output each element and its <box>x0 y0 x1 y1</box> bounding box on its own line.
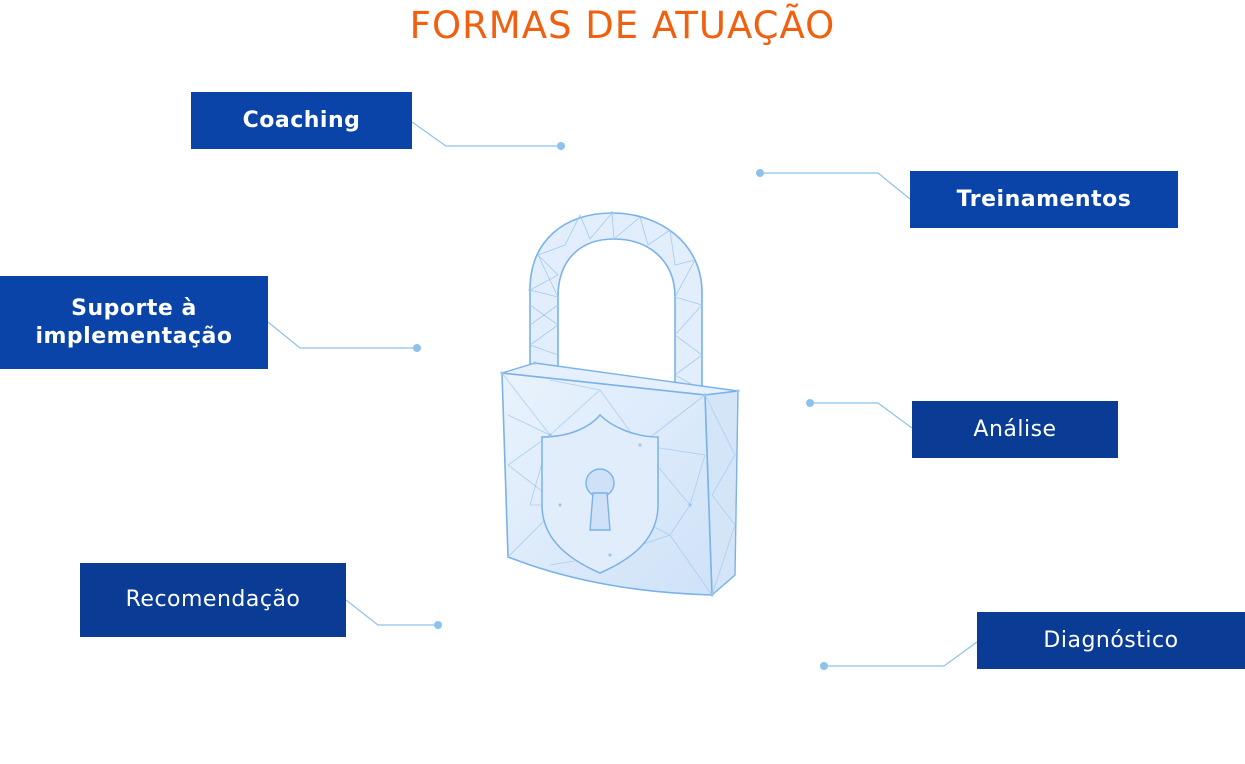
connector-treinamentos <box>760 172 911 200</box>
diagnostico-label: Diagnóstico <box>1043 627 1179 653</box>
connector-dot-suporte <box>413 344 421 352</box>
connector-diagnostico <box>824 641 978 667</box>
page-title: FORMAS DE ATUAÇÃO <box>409 4 836 47</box>
coaching-box: Coaching <box>191 92 412 149</box>
recomendacao-box: Recomendação <box>80 563 346 637</box>
suporte-label-line2: implementação <box>35 323 233 349</box>
connector-dot-recomendacao <box>434 621 442 629</box>
treinamentos-box: Treinamentos <box>910 171 1178 228</box>
connector-coaching <box>411 121 561 147</box>
connector-dot-treinamentos <box>756 169 764 177</box>
connector-analise <box>810 402 913 429</box>
coaching-label: Coaching <box>242 107 361 133</box>
connector-dot-diagnostico <box>820 662 828 670</box>
analise-box: Análise <box>912 401 1118 458</box>
suporte-box: Suporte à implementação <box>0 276 268 369</box>
suporte-label-line1: Suporte à <box>71 295 197 321</box>
connector-dot-analise <box>806 399 814 407</box>
lock-icon <box>500 211 740 597</box>
treinamentos-label: Treinamentos <box>956 186 1132 212</box>
connector-suporte <box>267 321 417 349</box>
diagnostico-box: Diagnóstico <box>977 612 1245 669</box>
analise-label: Análise <box>973 416 1057 442</box>
connector-dot-coaching <box>557 142 565 150</box>
connector-recomendacao <box>345 599 438 626</box>
recomendacao-label: Recomendação <box>125 587 301 612</box>
